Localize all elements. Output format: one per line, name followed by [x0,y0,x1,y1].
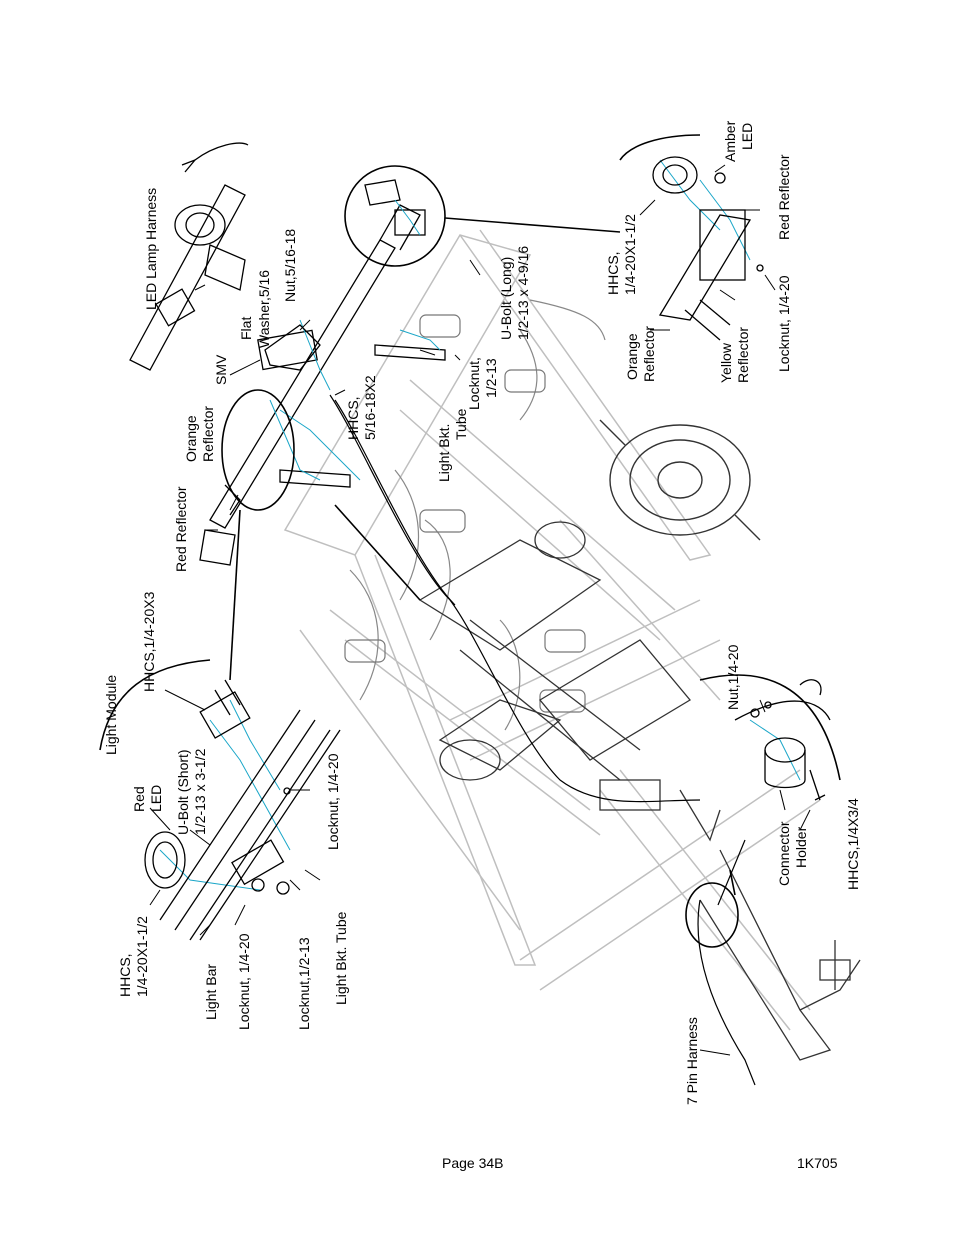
label-smv: SMV [213,354,229,385]
leader-lines [149,164,811,1056]
label-light-bkt: Light Bkt. [436,423,452,482]
label-locknut-1-2-13: 1/2-13 [483,358,499,398]
label-led-lamp-harness: LED Lamp Harness [143,187,159,310]
led-lamp-harness-detail [129,142,249,371]
label-red: Red [131,786,147,812]
harness-cables [329,394,756,1086]
label-light-bar: Light Bar [203,963,219,1020]
document-id: 1K705 [797,1155,838,1171]
callout-circles [221,165,739,948]
label-locknut-1-2-13-b: Locknut,1/2-13 [296,937,312,1030]
label-hhcs-r: HHCS, [605,251,621,295]
label-amber: Amber [722,120,738,162]
hitch-tongue [699,849,861,1061]
assembly-lines [159,159,801,891]
label-hhcs-5-16-size: 5/16-18X2 [362,375,378,440]
light-bar-top [199,179,446,566]
label-light-module: Light Module [103,674,119,755]
label-yellow: Yellow [718,343,734,383]
page-number: Page 34B [442,1155,504,1171]
label-connector: Connector [776,821,792,886]
label-flat: Flat [238,316,254,340]
label-orange: Orange [183,415,199,462]
smv-emblem [264,324,321,371]
label-washer-5-16: Washer,5/16 [256,269,272,348]
label-ubolt-long-size: 1/2-13 x 4-9/16 [515,245,531,340]
label-ubolt-short: U-Bolt (Short) [175,749,191,835]
label-light-bkt-tube: Light Bkt. Tube [333,911,349,1005]
label-locknut-1-4-20-r: Locknut, 1/4-20 [776,275,792,372]
label-hhcs-1-4-20x3: HHCS,1/4-20X3 [141,591,157,692]
label-locknut: Locknut, [466,357,482,410]
label-red-reflector-r: Red Reflector [776,154,792,240]
label-led: LED [739,122,755,150]
callout-lines [229,217,736,896]
detail-arcs [99,134,841,781]
label-reflector: Reflector [200,405,216,462]
label-hhcs-1-4x3-4: HHCS,1/4X3/4 [845,798,861,890]
label-tube: Tube [453,408,469,440]
label-orange-r: Orange [624,333,640,380]
label-holder: Holder [793,826,809,868]
label-ubolt-long: U-Bolt (Long) [498,256,514,340]
label-7-pin-harness: 7 Pin Harness [684,1017,700,1105]
label-locknut-1-4-20-b: Locknut, 1/4-20 [236,933,252,1030]
label-nut-1-4-20: Nut,1/4-20 [725,644,741,710]
label-hhcs-r-size: 1/4-20X1-1/2 [622,214,638,295]
label-nut-5-16-18: Nut,5/16-18 [282,228,298,302]
label-reflector-y: Reflector [735,326,751,383]
label-led-l: LED [148,784,164,812]
label-ubolt-short-size: 1/2-13 x 3-1/2 [192,748,208,835]
connector-holder-detail [734,679,831,801]
label-reflector-r: Reflector [641,325,657,382]
label-hhcs-5-16: HHCS, [345,396,361,440]
light-module-detail [144,679,341,941]
wheel [599,419,761,541]
label-red-reflector: Red Reflector [173,486,189,572]
center-machinery [418,521,721,842]
spring-tines [344,299,606,731]
label-hhcs-l: HHCS, [117,953,133,997]
amber-led-detail [652,156,764,341]
label-hhcs-l-size: 1/4-20X1-1/2 [134,916,150,997]
label-locknut-1-4-20-l: Locknut, 1/4-20 [325,753,341,850]
